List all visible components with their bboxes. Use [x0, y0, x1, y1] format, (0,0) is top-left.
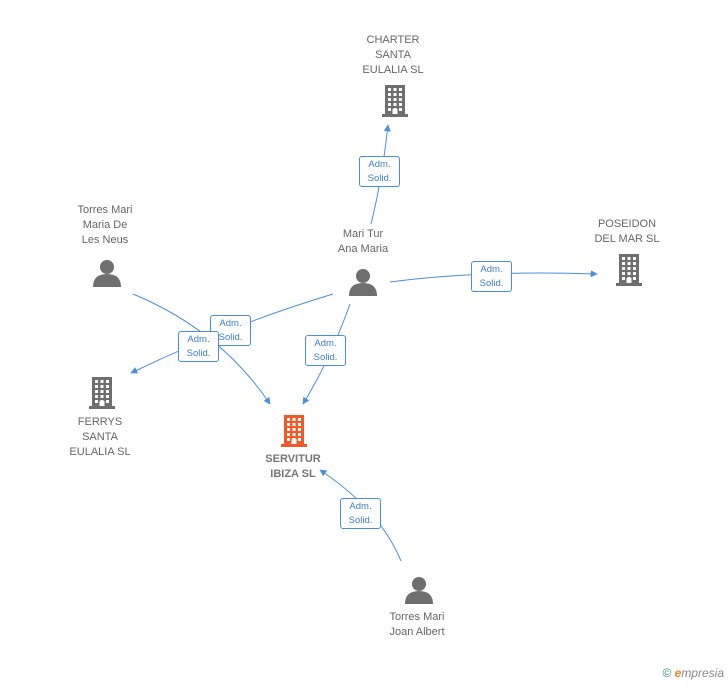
node-label-torres-neus: Torres Mari Maria De Les Neus — [77, 204, 133, 246]
edge-label-charter: Adm. Solid. — [359, 156, 400, 187]
edge-label-servitur-neus: Adm. Solid. — [178, 331, 219, 362]
copyright-icon: © — [662, 666, 672, 680]
footer-brand: © empresia — [662, 666, 724, 680]
node-label-torres-joan: Torres Mari Joan Albert — [389, 611, 445, 638]
node-label-mari-tur: Mari Tur Ana Maria — [337, 228, 389, 255]
node-label-servitur: SERVITUR IBIZA SL — [265, 453, 321, 480]
person-icon-torres_neus — [93, 260, 121, 287]
person-icon-torres_joan — [405, 577, 433, 604]
node-label-ferrys: FERRYS SANTA EULALIA SL — [69, 416, 131, 458]
node-label-poseidon: POSEIDON DEL MAR SL — [594, 218, 660, 245]
node-label-charter: CHARTER SANTA EULALIA SL — [362, 34, 424, 76]
person-icon-mari_tur — [349, 269, 377, 296]
building-icon-poseidon — [616, 254, 642, 286]
edge-label-poseidon: Adm. Solid. — [471, 261, 512, 292]
building-icon-charter — [382, 85, 408, 117]
edge-label-servitur-mari: Adm. Solid. — [305, 335, 346, 366]
building-icon-servitur — [281, 415, 307, 447]
brand-logo-e: e — [674, 666, 682, 680]
building-icon-ferrys — [89, 377, 115, 409]
brand-logo-text: mpresia — [681, 666, 724, 680]
edge-label-servitur-joan: Adm. Solid. — [340, 498, 381, 529]
